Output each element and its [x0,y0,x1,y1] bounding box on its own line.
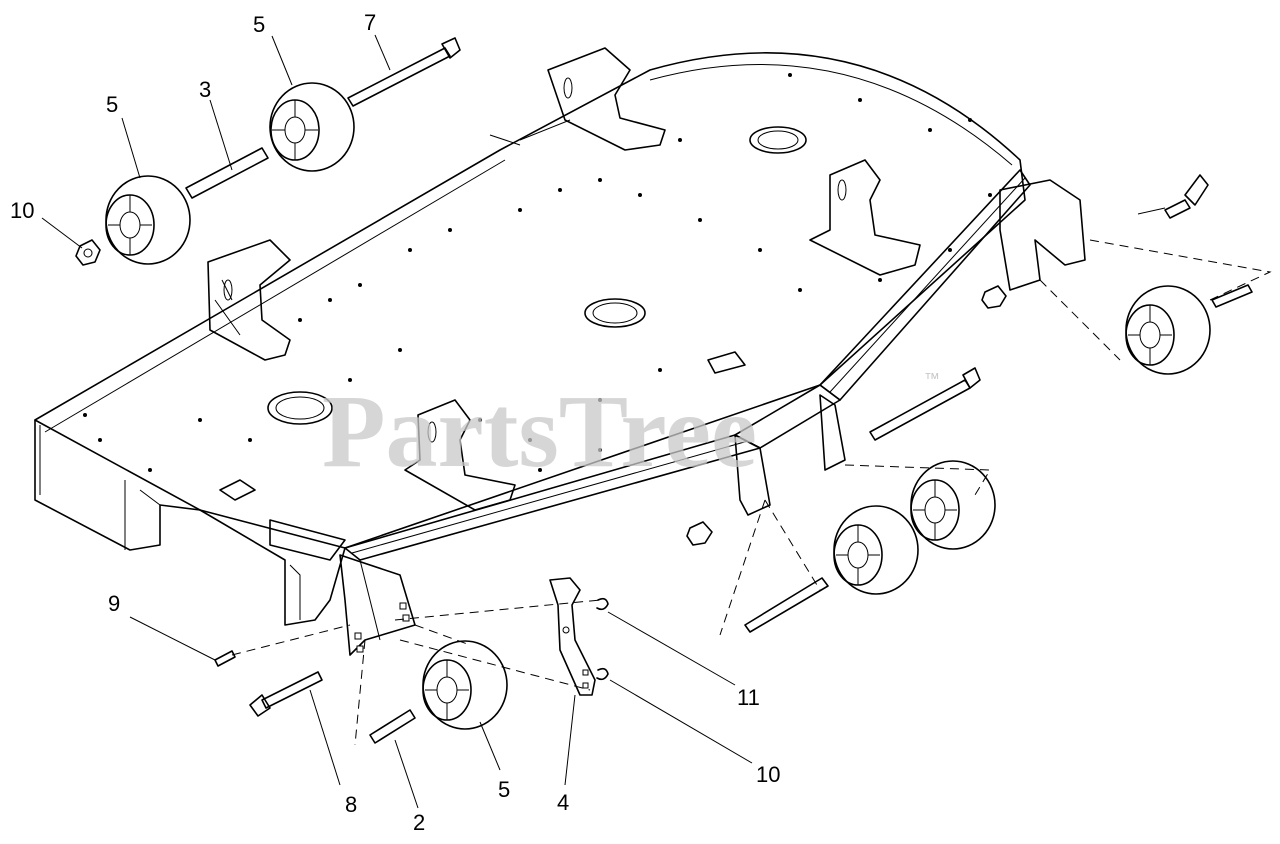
hex-nut-rear-center [686,521,713,546]
watermark-text: PartsTree [322,374,757,489]
callout-7: 7 [364,10,376,35]
hanger-bracket-front-left [207,239,291,361]
axle-bolt-rear-pair [869,367,981,441]
mower-deck [34,52,1086,626]
assembly-lines [231,239,1272,746]
wheel-rear-right [1125,285,1211,375]
wheel-rear-pair-a [910,460,996,550]
axle-spacer-3 [185,147,269,199]
hairpin-clip-11 [596,597,609,611]
clevis-pin-9 [214,650,236,667]
callout-8: 8 [345,792,357,817]
axle-spacer-rear-right [1211,284,1253,308]
wheel-bracket-front [269,519,416,656]
callout-3: 3 [199,77,211,102]
axle-spacer-rear-pair [744,577,829,633]
hanger-bracket-rear-right [809,159,921,276]
hairpin-clip-10 [596,667,609,681]
hex-nut-10-left [75,239,101,266]
axle-bolt-7 [347,37,461,107]
hanger-bracket-rear-left [489,47,666,151]
callout-labels: 5 7 5 3 10 9 8 2 5 4 11 10 [10,10,780,835]
carriage-bolt-8 [249,671,323,717]
deck-clip [219,351,746,501]
partstree-watermark: PartsTree ™ [322,371,940,489]
axle-spacer-2 [369,709,416,744]
wheel-rear-pair-b [833,505,919,595]
hanger-bracket-front-right [404,399,516,511]
wheel-front-left-lower [105,175,191,265]
leader-lines [41,34,753,809]
callout-5-left: 5 [106,92,118,117]
wheel-front-bracket [422,640,508,730]
callout-10-left: 10 [10,198,34,223]
hex-nut-rear-right [981,285,1007,309]
callout-5-top: 5 [253,12,265,37]
callout-10-right: 10 [756,762,780,787]
axle-bolt-rear-right [1137,174,1209,219]
watermark-trademark: ™ [924,371,940,388]
callout-2: 2 [413,810,425,835]
callout-4: 4 [557,790,569,815]
wheel-bracket-part-4 [549,577,596,696]
callout-9: 9 [108,591,120,616]
callout-5-bottom: 5 [498,777,510,802]
wheel-front-left [269,82,355,172]
callout-11: 11 [737,685,760,710]
